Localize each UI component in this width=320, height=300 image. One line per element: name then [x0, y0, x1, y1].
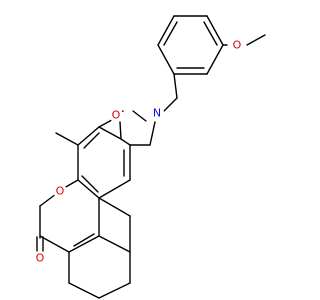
lactone-ring — [39, 179, 100, 253]
atom-symbol: O — [233, 39, 242, 52]
molecule-structure: O N O O O — [33, 15, 266, 299]
atom-symbol: O — [36, 252, 45, 265]
central-benzene-ring — [77, 126, 131, 199]
cyclohexene-ring — [68, 197, 131, 299]
atom-symbol: O — [56, 185, 65, 198]
atom-symbol: O — [112, 109, 121, 122]
atom-o-lactone: O — [53, 184, 67, 198]
atom-n-ring: N — [150, 106, 164, 120]
carbonyl-bond — [36, 236, 44, 252]
benzyl-linker — [163, 73, 178, 112]
methoxyphenyl-ring — [157, 15, 224, 75]
atom-o-upper: O — [109, 108, 123, 122]
atom-o-carbonyl: O — [33, 251, 47, 265]
atom-o-methoxy: O — [230, 38, 244, 52]
atom-symbol: N — [153, 107, 161, 120]
upper-ether-bonds — [55, 120, 111, 146]
methoxy-group — [222, 34, 266, 46]
